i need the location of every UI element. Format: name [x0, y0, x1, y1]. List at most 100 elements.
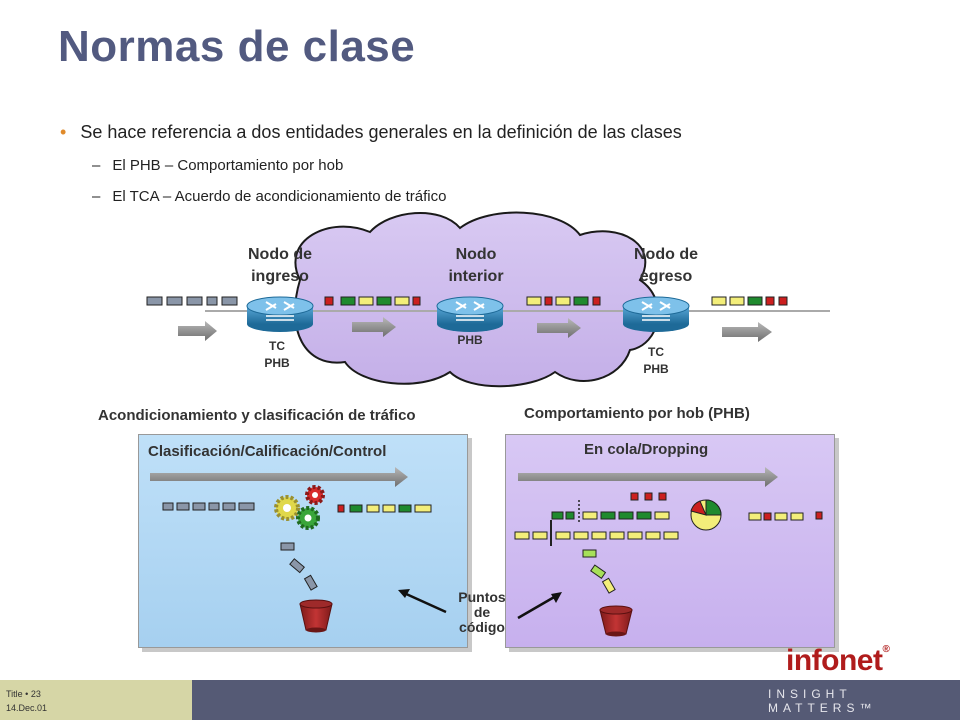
node-func-interior: PHB	[440, 332, 500, 349]
packet-icon	[618, 511, 634, 520]
func-label: PHB	[643, 362, 669, 376]
node-label-line: Nodo de	[248, 246, 312, 263]
arrow-right-icon	[537, 318, 581, 338]
packet-icon	[565, 511, 575, 520]
packet-icon	[337, 504, 345, 513]
sub-item-phb: –El PHB – Comportamiento por hob	[92, 157, 343, 174]
node-label-interior: Nodo interior	[416, 244, 536, 288]
packet-group-left-in	[162, 502, 255, 511]
flow-arrows	[178, 317, 772, 342]
packet-icon	[765, 296, 775, 306]
queue-upper	[551, 511, 670, 520]
bullet-text: Se hace referencia a dos entidades gener…	[80, 122, 682, 142]
bucket-icon	[599, 605, 633, 637]
packet-icon	[551, 511, 564, 520]
sub-item-text: El PHB – Comportamiento por hob	[112, 157, 344, 174]
packet-icon	[573, 531, 589, 540]
queue-lower	[514, 531, 679, 540]
packet-icon	[774, 512, 788, 521]
slide-title: Normas de clase	[58, 22, 416, 71]
gears-icon	[274, 485, 325, 530]
main-bullet: • Se hace referencia a dos entidades gene…	[60, 122, 682, 143]
scheduler-pie-icon	[690, 499, 722, 531]
packet-icon	[582, 511, 598, 520]
left-panel-label: Clasificación/Calificación/Control	[148, 443, 387, 460]
packet-icon	[394, 296, 410, 306]
packet-icon	[747, 296, 763, 306]
packet-icon	[582, 549, 597, 558]
packet-icon	[303, 574, 318, 591]
node-label-line: Nodo	[455, 246, 497, 263]
dash-icon: –	[92, 157, 101, 174]
packet-icon	[162, 502, 174, 511]
arrow-right-icon	[352, 317, 396, 337]
packet-icon	[600, 511, 616, 520]
packet-icon	[206, 296, 218, 306]
tagline: INSIGHT MATTERS™	[768, 687, 877, 715]
arrow-right-icon	[722, 322, 772, 342]
slide-date: 14.Dec.01	[6, 703, 48, 713]
bullet-icon: •	[60, 122, 67, 142]
pointer-arrows	[398, 589, 562, 620]
packet-icon	[748, 512, 762, 521]
packet-icon	[573, 296, 589, 306]
packet-icon	[398, 504, 412, 513]
node-label-line: ingreso	[251, 268, 309, 285]
arrow-right-icon	[178, 321, 217, 341]
slide-number: Title • 23	[6, 689, 41, 699]
packet-icon	[663, 531, 679, 540]
sub-item-tca: –El TCA – Acuerdo de acondicionamiento d…	[92, 188, 446, 205]
right-panel-heading: Comportamiento por hob (PHB)	[524, 405, 750, 422]
node-func-ingress: TC PHB	[247, 338, 307, 372]
packet-icon	[729, 296, 745, 306]
packet-icon	[590, 564, 607, 579]
func-label: TC	[648, 345, 664, 359]
packet-icon	[238, 502, 255, 511]
packet-icon	[358, 296, 374, 306]
func-label: PHB	[264, 356, 290, 370]
packet-group-interior-out	[526, 296, 601, 306]
packet-icon	[532, 531, 548, 540]
packet-group-egress-out	[711, 296, 788, 306]
packet-icon	[289, 558, 305, 574]
packet-icon	[658, 492, 667, 501]
packet-icon	[349, 504, 363, 513]
packet-icon	[526, 296, 542, 306]
logo-text: infonet	[786, 644, 883, 677]
packet-icon	[222, 502, 236, 511]
node-label-egress: Nodo de egreso	[606, 244, 726, 288]
label-line: código	[459, 619, 505, 635]
packet-group-right-out	[748, 511, 823, 521]
router-icon-egress	[622, 296, 690, 332]
dash-icon: –	[92, 188, 101, 205]
packet-icon	[592, 296, 601, 306]
packet-icon	[146, 296, 163, 306]
packet-icon	[644, 492, 653, 501]
func-label: TC	[269, 339, 285, 353]
packet-icon	[630, 492, 639, 501]
packet-icon	[609, 531, 625, 540]
packet-icon	[555, 296, 571, 306]
packet-icon	[324, 296, 334, 306]
packet-group-ingress-in	[146, 296, 238, 306]
label-line: de	[473, 604, 491, 620]
node-label-ingress: Nodo de ingreso	[220, 244, 340, 288]
packet-icon	[376, 296, 392, 306]
sub-item-text: El TCA – Acuerdo de acondicionamiento de…	[112, 188, 447, 205]
packet-icon	[414, 504, 432, 513]
packet-icon	[654, 511, 670, 520]
packet-icon	[544, 296, 553, 306]
packet-icon	[382, 504, 396, 513]
packet-icon	[514, 531, 530, 540]
arrow-left-icon	[398, 589, 410, 598]
arrow-right-icon	[150, 467, 408, 487]
packet-icon	[790, 512, 804, 521]
packet-icon	[221, 296, 238, 306]
packet-icon	[412, 296, 421, 306]
packet-group-left-out	[337, 504, 432, 513]
node-label-line: interior	[448, 268, 504, 285]
arrow-right-icon	[518, 467, 778, 487]
packet-icon	[636, 511, 652, 520]
packet-icon	[166, 296, 183, 306]
